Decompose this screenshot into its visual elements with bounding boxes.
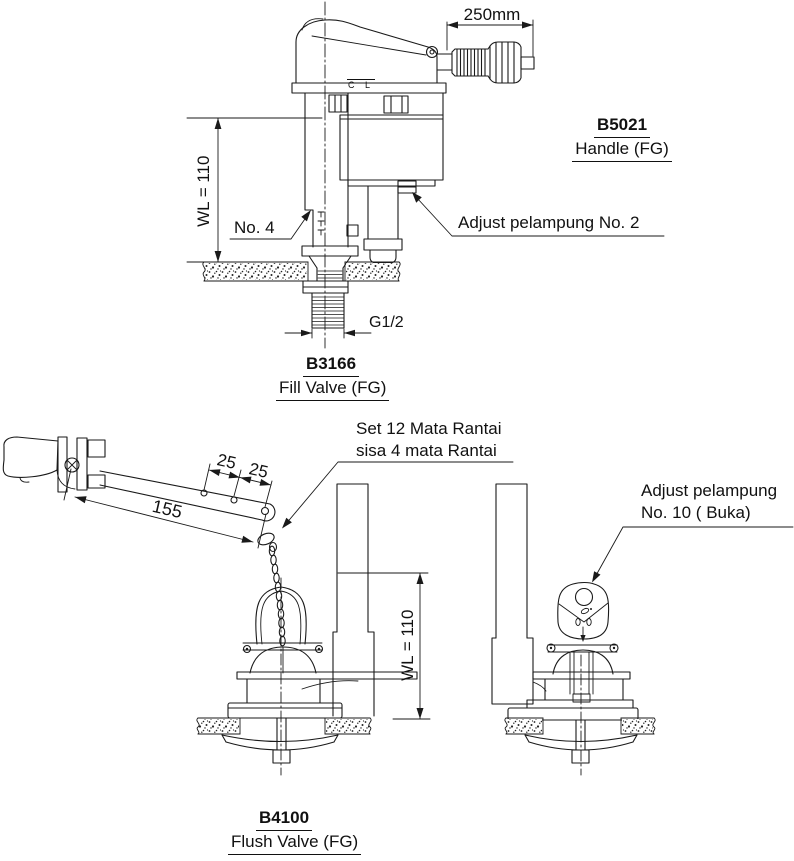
dim-155 xyxy=(63,468,267,549)
float-cup xyxy=(339,114,444,181)
tank-wall-bottom-left xyxy=(196,717,372,764)
adjust-no10-label: Adjust pelampung No. 10 ( Buka) xyxy=(641,480,777,524)
fill-valve-code: B3166 xyxy=(302,353,360,377)
leader-adjust-no2 xyxy=(412,192,665,237)
dim-wl-top xyxy=(186,117,323,263)
flush-valve-part-label: B4100 Flush Valve (FG) xyxy=(228,807,362,855)
threaded-shank xyxy=(302,267,349,329)
adjust-no2-label: Adjust pelampung No. 2 xyxy=(458,213,640,232)
handle-part-name: Handle (FG) xyxy=(572,138,672,162)
handle-part-label: B5021 Handle (FG) xyxy=(566,114,678,162)
leader-chain-note xyxy=(282,461,514,529)
wl-dim-top-label: WL = 110 xyxy=(193,155,213,227)
adjust-no10-line2: No. 10 ( Buka) xyxy=(641,503,751,522)
locknut xyxy=(272,749,291,764)
fill-valve-part-label: B3166 Fill Valve (FG) xyxy=(276,353,390,401)
chain-note-label: Set 12 Mata Rantai sisa 4 mata Rantai xyxy=(356,418,502,462)
fill-valve-body xyxy=(301,92,444,269)
locknut-right xyxy=(571,749,590,764)
leader-adjust-no10 xyxy=(592,526,794,583)
flush-valve-code: B4100 xyxy=(255,807,313,831)
leader-no4 xyxy=(229,210,311,240)
dim-250mm xyxy=(446,19,534,57)
fill-valve-name: Fill Valve (FG) xyxy=(276,377,390,401)
flush-valve-right-drawing xyxy=(491,483,794,776)
tank-wall-top xyxy=(202,261,401,282)
trip-lever xyxy=(2,436,106,493)
handle-rod xyxy=(436,41,535,84)
wl-dim-bottom-label: WL = 110 xyxy=(397,609,417,681)
outlet-tube xyxy=(367,185,399,240)
dim-250mm-label: 250mm xyxy=(463,5,521,24)
centerline-mark: C L xyxy=(347,79,375,90)
lever-arm xyxy=(99,470,276,522)
dim-25-25 xyxy=(203,463,273,508)
spud-washer xyxy=(221,734,339,751)
g12-label: G1/2 xyxy=(369,314,404,331)
lever-screw xyxy=(64,457,80,473)
handle-part-code: B5021 xyxy=(593,114,651,138)
dim-wl-bottom xyxy=(337,572,431,720)
flapper-assembly xyxy=(227,586,418,719)
fill-valve-drawing xyxy=(186,1,665,349)
chain-note-line1: Set 12 Mata Rantai xyxy=(356,419,502,438)
overflow-tube-right xyxy=(491,483,547,705)
tank-wall-bottom-right xyxy=(504,717,656,764)
flush-valve-name: Flush Valve (FG) xyxy=(228,831,362,855)
flush-valve-left-drawing xyxy=(2,436,514,776)
fill-valve-cap xyxy=(291,18,447,94)
adjust-no10-line1: Adjust pelampung xyxy=(641,481,778,500)
chain-note-line2: sisa 4 mata Rantai xyxy=(356,441,497,460)
dim-g12 xyxy=(284,328,372,339)
flush-valve-body-right xyxy=(507,643,639,721)
overflow-tube-left xyxy=(332,483,375,717)
no4-label: No. 4 xyxy=(234,218,275,237)
float xyxy=(557,581,610,642)
